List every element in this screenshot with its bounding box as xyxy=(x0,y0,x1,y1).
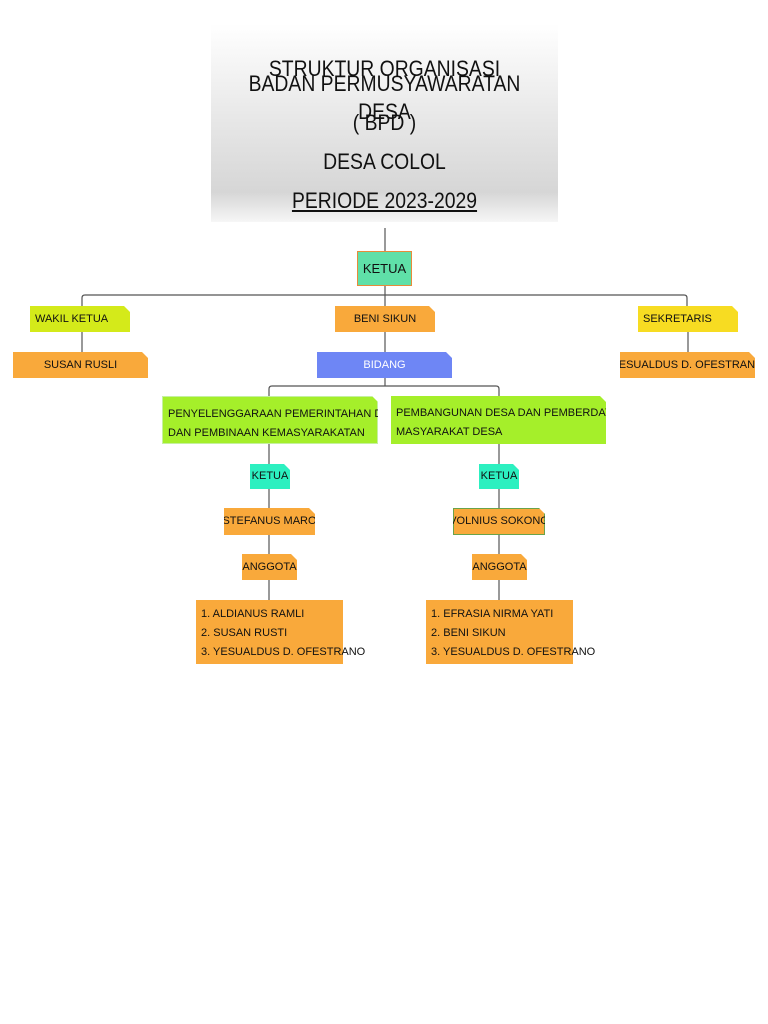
sekretaris-name-node: YESUALDUS D. OFESTRANO xyxy=(620,352,755,378)
wakil-name-node: SUSAN RUSLI xyxy=(13,352,148,378)
ketua-name-node: BENI SIKUN xyxy=(335,306,435,332)
title-box: STRUKTUR ORGANISASI BADAN PERMUSYAWARATA… xyxy=(211,24,558,222)
left-anggota-label-node: ANGGOTA xyxy=(242,554,297,580)
title-line-1: STRUKTUR ORGANISASI xyxy=(268,56,501,81)
bidang-node: BIDANG xyxy=(317,352,452,378)
bidang-right-line2: MASYARAKAT DESA xyxy=(396,426,503,438)
bidang-left-line2: DAN PEMBINAAN KEMASYARAKATAN xyxy=(168,427,365,439)
title-line-3: ( BPD ) xyxy=(352,110,417,135)
right-ketua-name-node: VOLNIUS SOKONG xyxy=(453,508,545,535)
sekretaris-node: SEKRETARIS xyxy=(638,306,738,332)
bidang-right-node: PEMBANGUNAN DESA DAN PEMBERDAYAAN MASYAR… xyxy=(391,396,606,444)
title-line-5: PERIODE 2023-2029 xyxy=(232,187,537,215)
right-anggota-list: 1. EFRASIA NIRMA YATI 2. BENI SIKUN 3. Y… xyxy=(426,600,596,664)
bidang-right-line1: PEMBANGUNAN DESA DAN PEMBERDAYAAN xyxy=(396,407,634,419)
list-item: 3. YESUALDUS D. OFESTRANO xyxy=(431,646,596,658)
left-ketua-label-node: KETUA xyxy=(250,464,290,489)
line-top-branch xyxy=(81,294,688,307)
right-anggota-label-node: ANGGOTA xyxy=(472,554,527,580)
bidang-left-node: PENYELENGGARAAN PEMERINTAHAN DESA DAN PE… xyxy=(162,396,378,444)
list-item: 2. BENI SIKUN xyxy=(431,627,506,639)
period-text: PERIODE 2023-2029 xyxy=(291,188,478,213)
bidang-left-line1: PENYELENGGARAAN PEMERINTAHAN DESA xyxy=(168,408,405,420)
title-line-2: BADAN PERMUSYAWARATAN DESA xyxy=(248,71,521,124)
list-item: 1. EFRASIA NIRMA YATI xyxy=(431,608,554,620)
list-item: 1. ALDIANUS RAMLI xyxy=(201,608,305,620)
list-item: 2. SUSAN RUSTI xyxy=(201,627,288,639)
right-ketua-label-node: KETUA xyxy=(479,464,519,489)
ketua-label-node: KETUA xyxy=(357,251,412,286)
left-ketua-name-node: STEFANUS MARO xyxy=(224,508,315,535)
wakil-ketua-node: WAKIL KETUA xyxy=(30,306,130,332)
title-line-4: DESA COLOL xyxy=(323,149,446,174)
list-item: 3. YESUALDUS D. OFESTRANO xyxy=(201,646,366,658)
left-anggota-list: 1. ALDIANUS RAMLI 2. SUSAN RUSTI 3. YESU… xyxy=(196,600,366,664)
line-bidang-branch xyxy=(268,385,500,396)
